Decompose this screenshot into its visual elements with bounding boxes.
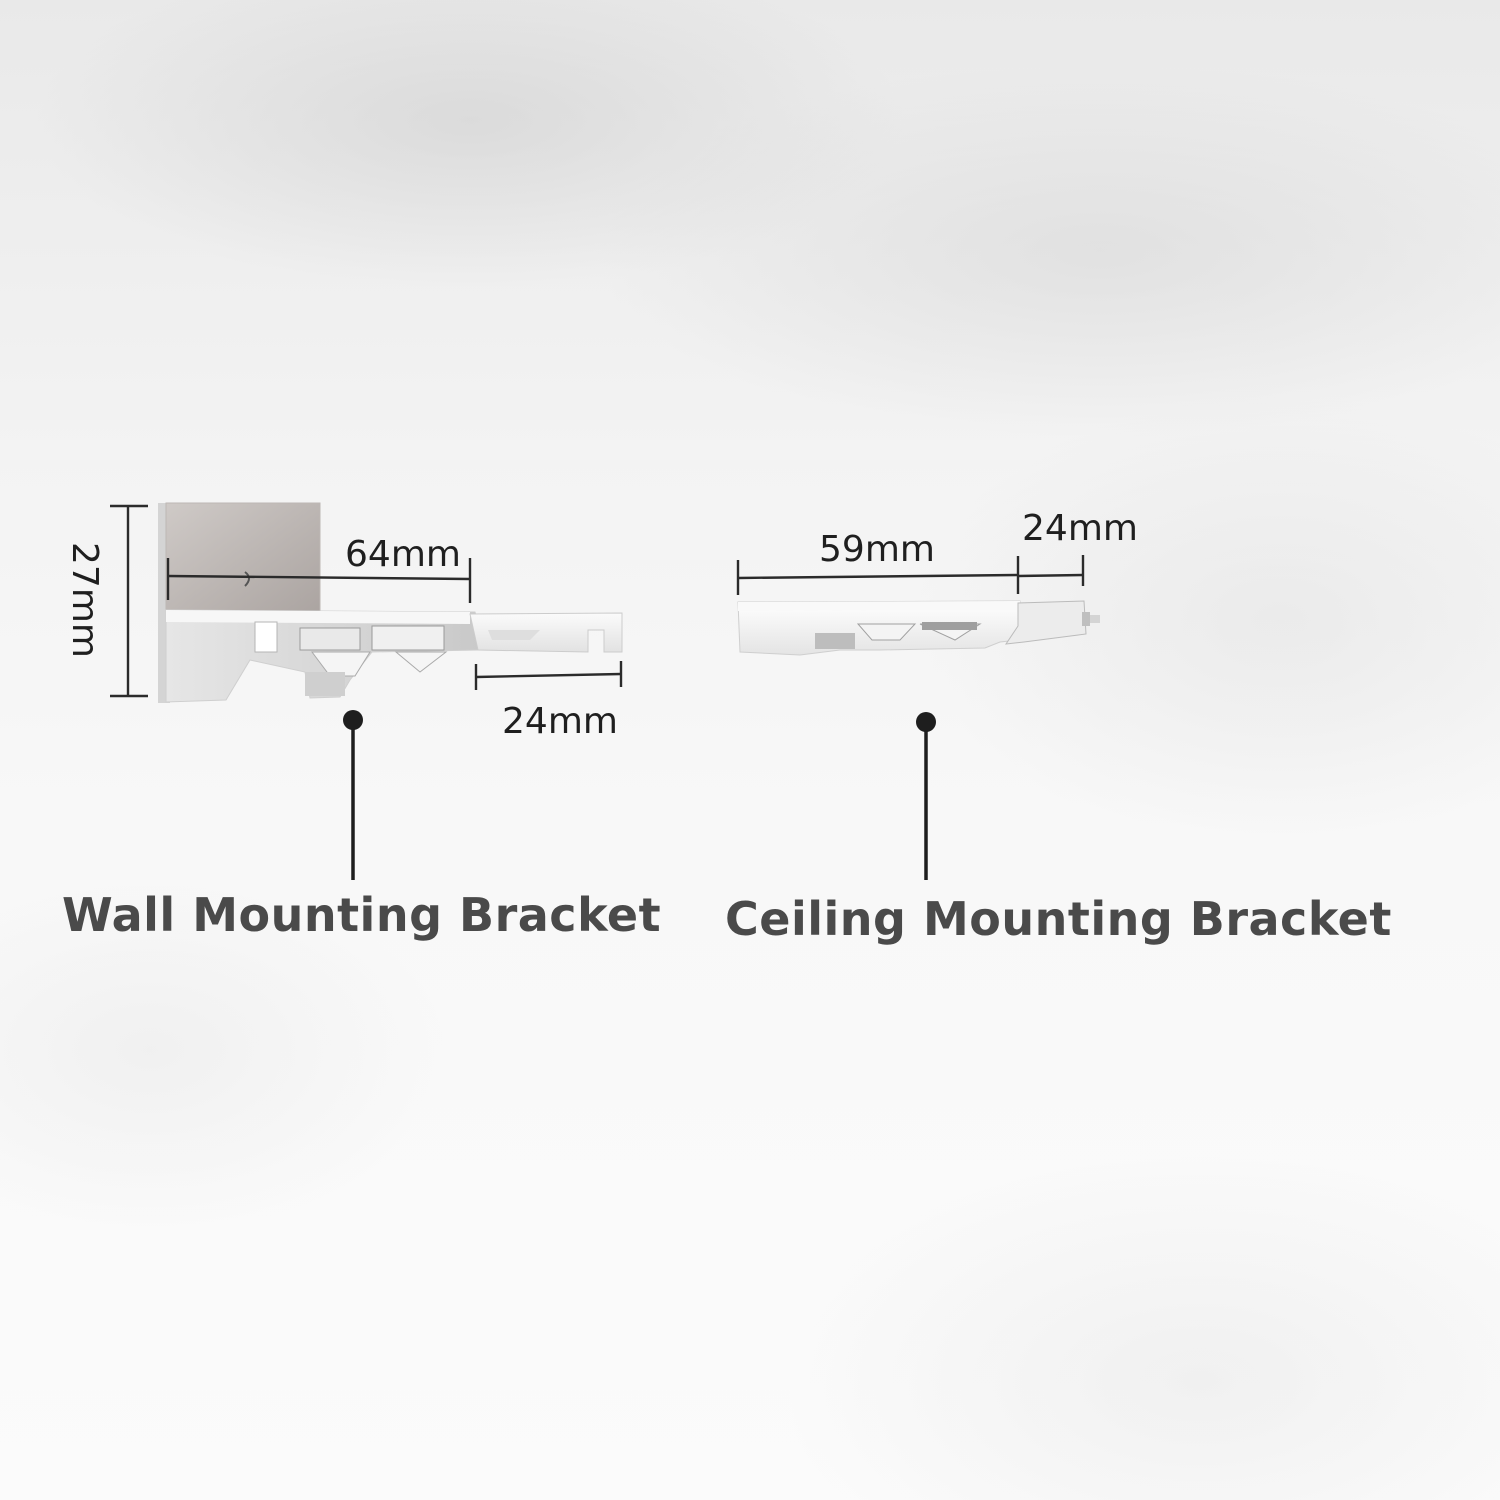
ceiling-bracket-illustration <box>737 600 1100 656</box>
wall-leader-line <box>343 710 363 880</box>
wall-bracket-illustration <box>158 502 623 703</box>
ceiling-leader-line <box>916 712 936 880</box>
wall-extension-dimension <box>474 661 623 690</box>
wall-length-label: 64mm <box>345 534 461 575</box>
ceiling-extension-label: 24mm <box>1022 508 1138 549</box>
wall-mounting-bracket-caption: Wall Mounting Bracket <box>62 888 662 942</box>
wall-length-dimension <box>166 558 472 603</box>
ceiling-mounting-bracket-caption: Ceiling Mounting Bracket <box>725 892 1392 946</box>
wall-extension-label: 24mm <box>502 701 618 742</box>
wall-height-label: 27mm <box>64 542 105 658</box>
ceiling-extension-dimension <box>1017 555 1085 586</box>
wall-height-dimension <box>110 504 148 698</box>
ceiling-length-label: 59mm <box>819 529 935 570</box>
